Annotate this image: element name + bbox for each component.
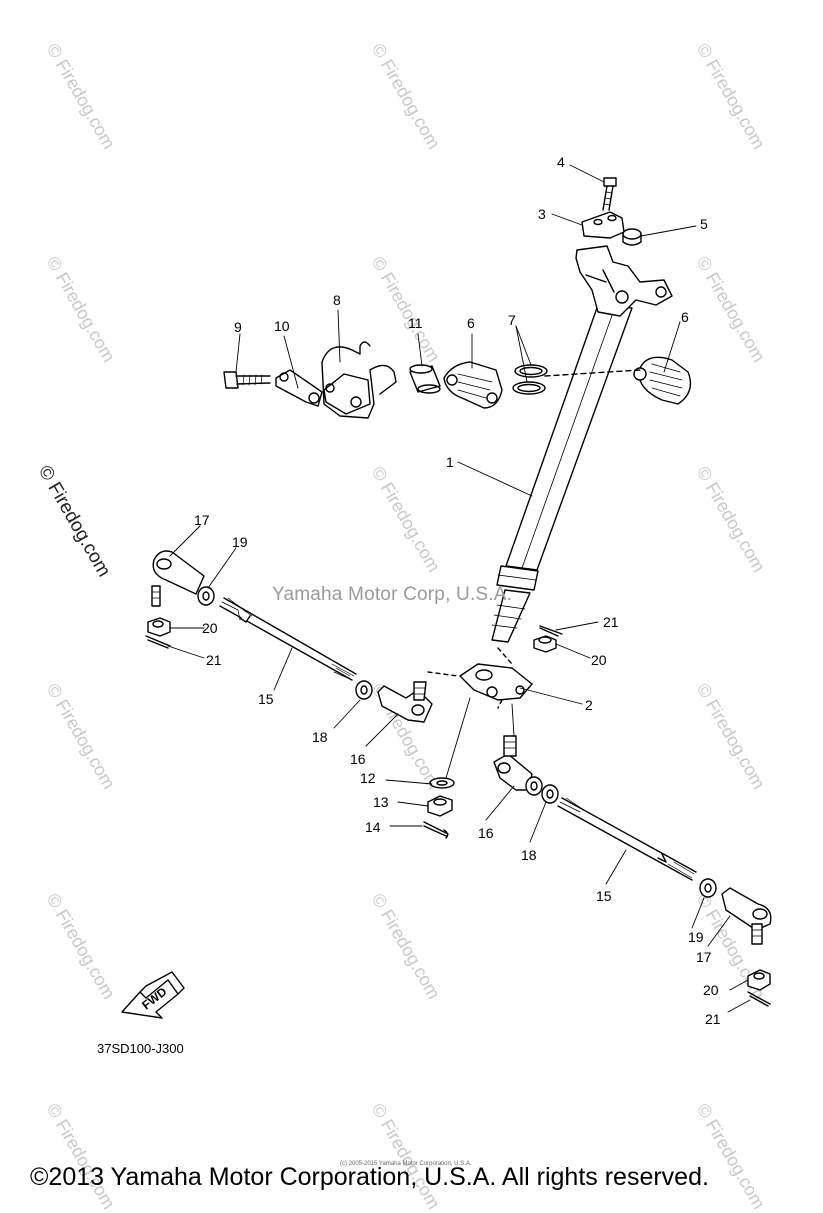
- nut-20-right: [747, 969, 771, 991]
- fwd-arrow-icon: [121, 971, 185, 1019]
- upper-column-bracket: [575, 245, 673, 317]
- cotter-pin-21-right: [747, 991, 771, 1007]
- copyright-footer: ©2013 Yamaha Motor Corporation, U.S.A. A…: [30, 1163, 709, 1191]
- clamp-8: [321, 341, 397, 419]
- callout-10: 10: [274, 318, 290, 334]
- nut-13: [427, 795, 453, 817]
- nut-20-left: [147, 617, 171, 637]
- callout-3: 3: [538, 206, 546, 222]
- callout-18-right: 18: [521, 847, 537, 863]
- callout-15-left: 15: [258, 691, 274, 707]
- callout-11: 11: [408, 315, 423, 331]
- bushing-right: [633, 356, 692, 405]
- callout-16-left: 16: [350, 751, 366, 767]
- callout-9: 9: [234, 319, 242, 335]
- callout-19-right: 19: [688, 929, 704, 945]
- diagram-code: 37SD100-J300: [97, 1041, 184, 1056]
- callout-16-right: 16: [478, 825, 494, 841]
- seal-upper: [514, 364, 548, 378]
- locknut-19-right: [699, 878, 717, 898]
- callout-7: 7: [508, 312, 516, 328]
- callout-17-left: 17: [194, 512, 210, 528]
- callout-2: 2: [585, 697, 593, 713]
- cotter-pin-14: [423, 821, 449, 839]
- callout-8: 8: [333, 292, 341, 308]
- callout-17-right: 17: [696, 949, 712, 965]
- locknut-18-left: [355, 680, 373, 700]
- collar-11: [409, 364, 441, 394]
- callout-15-right: 15: [596, 888, 612, 904]
- pitman-arm-2: [459, 663, 533, 701]
- callout-19-left: 19: [232, 534, 248, 550]
- bolt-4: [602, 177, 617, 211]
- steering-shaft: [491, 304, 633, 643]
- cotter-pin-21-center: [539, 625, 563, 637]
- callout-13: 13: [373, 794, 389, 810]
- tie-rod-end-17-right: [721, 887, 772, 945]
- seal-lower: [512, 381, 546, 395]
- tie-rod-left: [219, 597, 357, 681]
- locknut-19-left: [197, 586, 215, 606]
- callout-4: 4: [557, 154, 565, 170]
- bolt-9: [223, 371, 271, 389]
- nut-5: [622, 228, 642, 246]
- callout-5: 5: [700, 216, 708, 232]
- cotter-pin-21-left: [145, 635, 171, 649]
- tie-rod-right: [557, 797, 697, 881]
- callout-12: 12: [360, 770, 376, 786]
- washer-12: [429, 777, 455, 789]
- callout-6-left: 6: [467, 315, 475, 331]
- locknut-18-right-a: [525, 776, 543, 796]
- callout-20-left: 20: [202, 620, 218, 636]
- callout-6-right: 6: [681, 309, 689, 325]
- callout-21-left: 21: [206, 652, 222, 668]
- callout-20-right: 20: [703, 982, 719, 998]
- bushing-left: [443, 361, 503, 409]
- callout-14: 14: [365, 819, 381, 835]
- center-watermark: Yamaha Motor Corp, U.S.A.: [272, 584, 513, 605]
- callout-20-center: 20: [591, 652, 607, 668]
- shaft-holder: [581, 211, 625, 239]
- locknut-18-right-b: [541, 784, 559, 804]
- tie-rod-end-left: [151, 550, 205, 607]
- callout-1: 1: [446, 454, 454, 470]
- fine-print: (c) 2005-2015 Yamaha Motor Corporation, …: [340, 1161, 472, 1167]
- lock-plate-10: [275, 369, 323, 407]
- nut-20-center: [533, 635, 557, 653]
- callout-18-left: 18: [312, 729, 328, 745]
- tie-rod-end-16-left: [377, 681, 433, 723]
- callout-21-right: 21: [705, 1011, 721, 1027]
- callout-21-center: 21: [603, 614, 619, 630]
